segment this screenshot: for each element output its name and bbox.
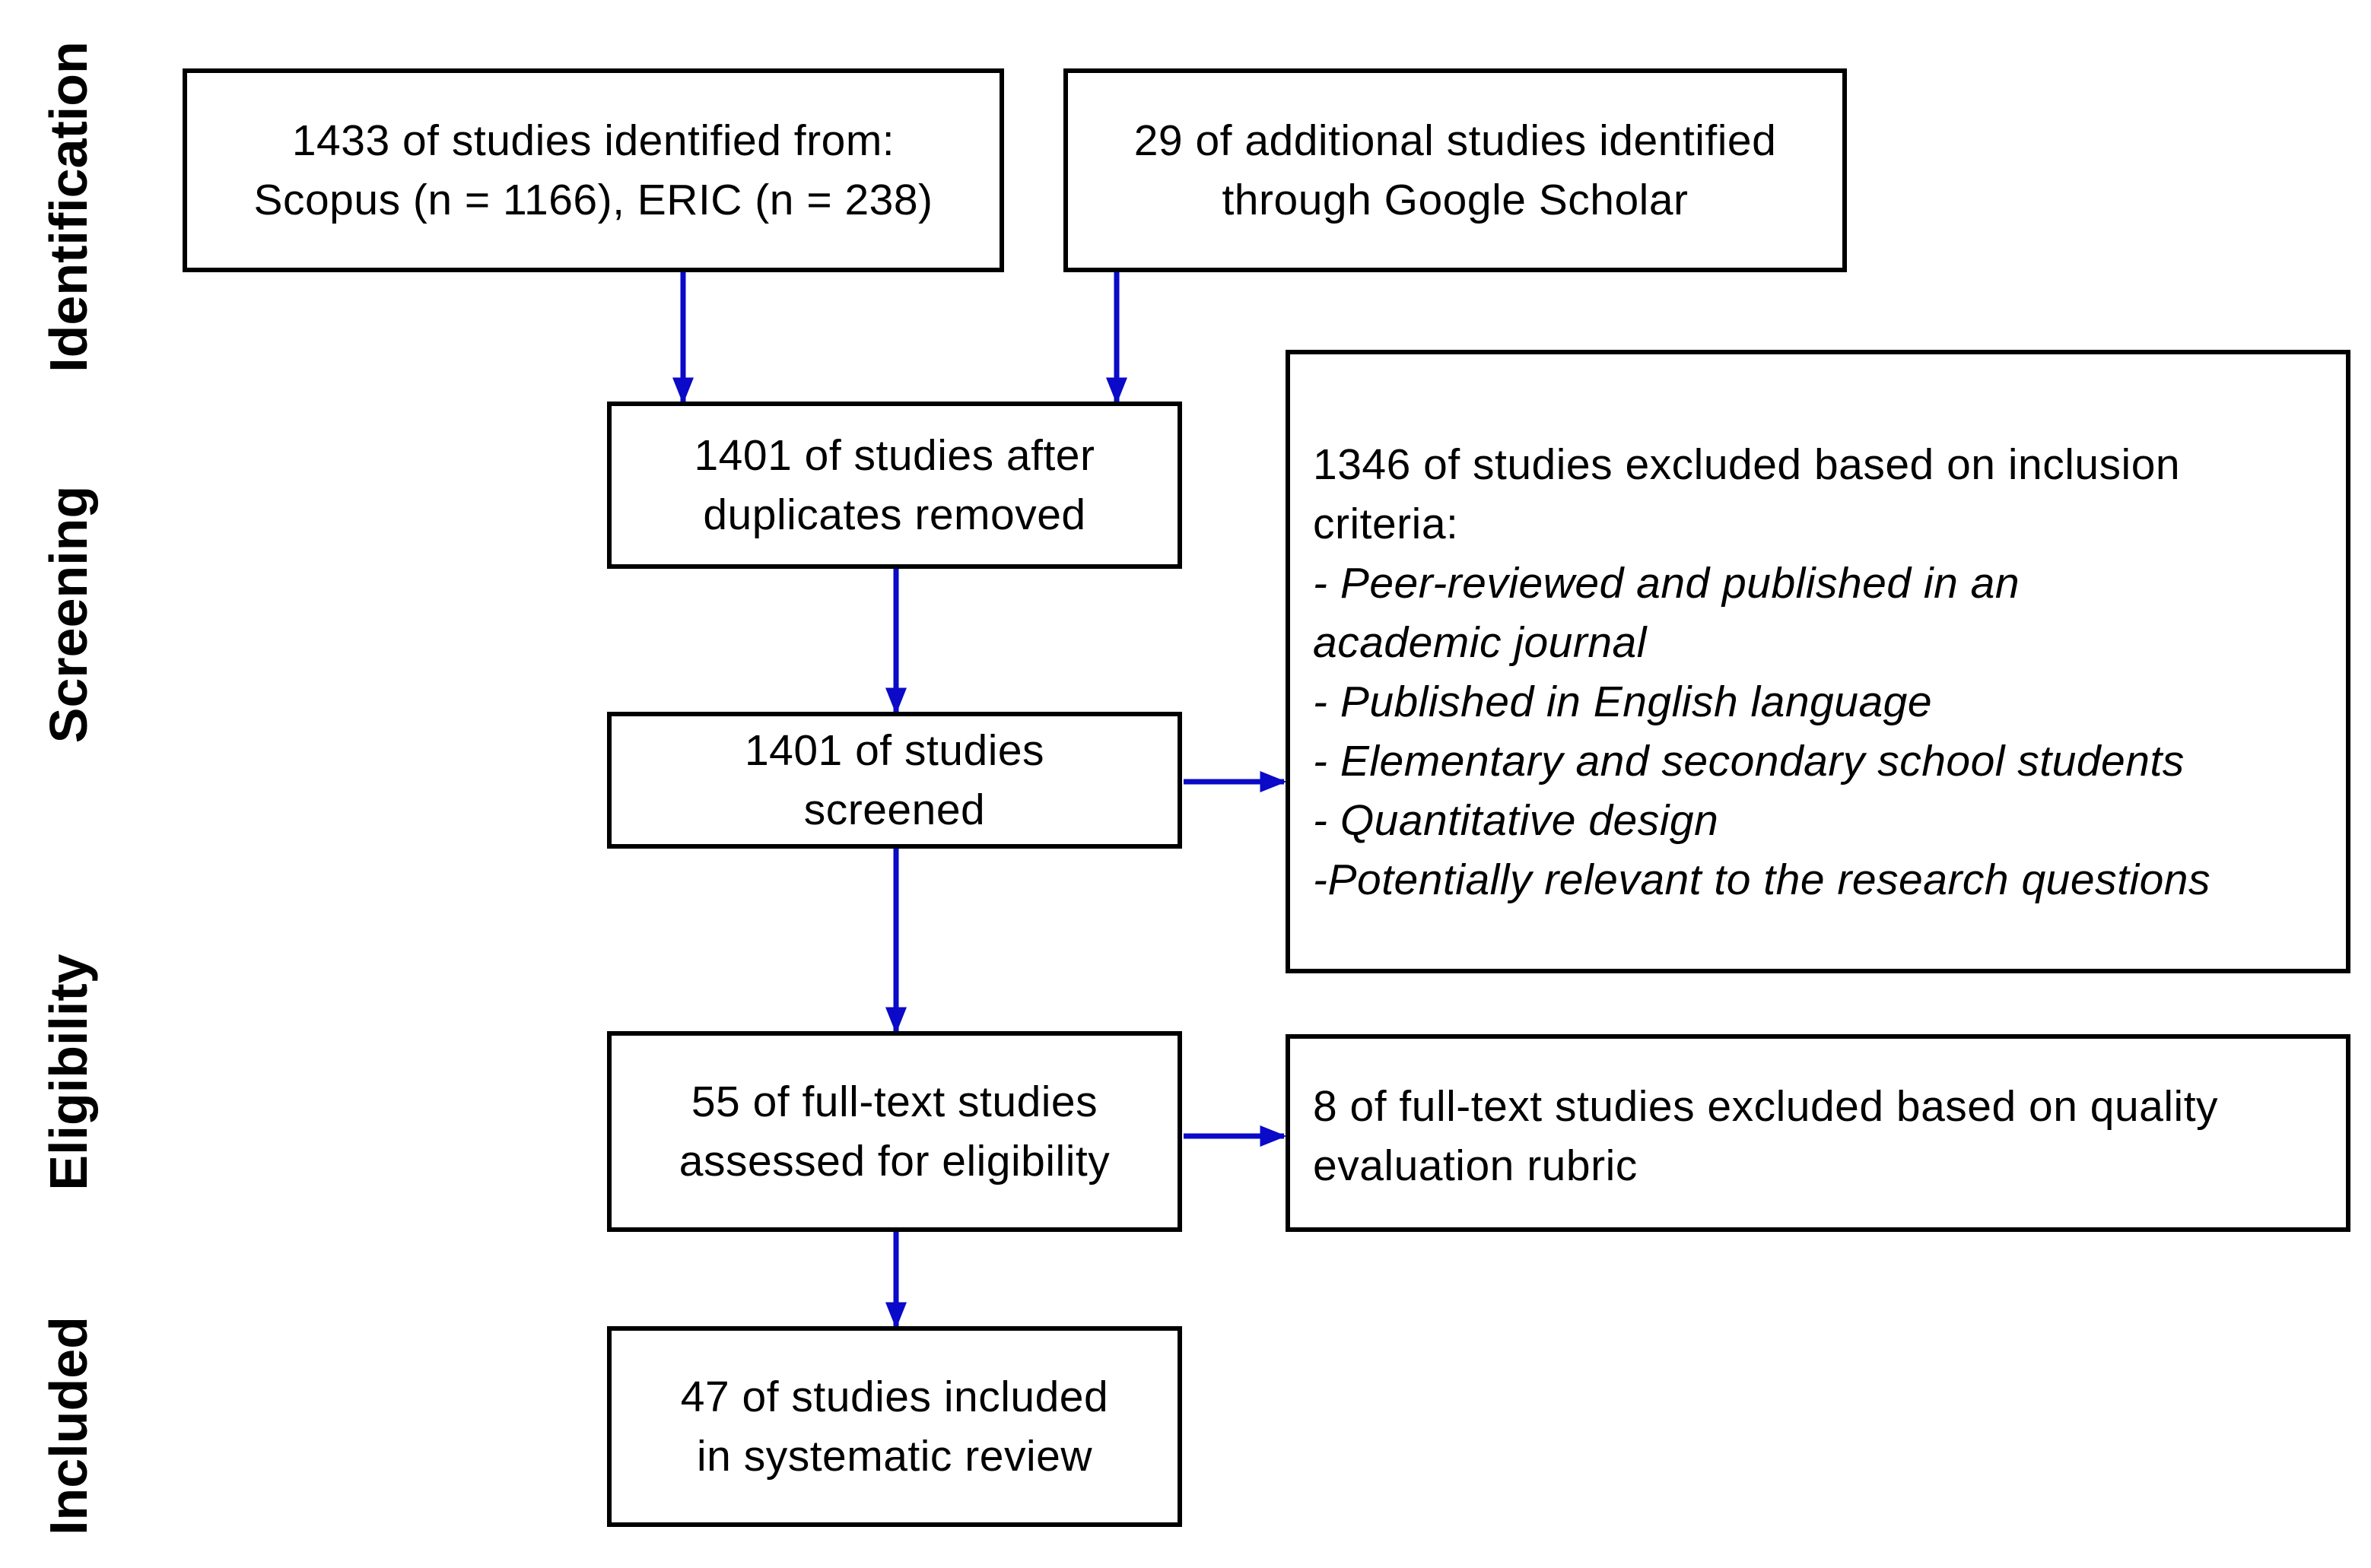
box-studies-included: 47 of studies included in systematic rev… [607, 1326, 1182, 1527]
box-text: 29 of additional studies identified [1133, 116, 1777, 165]
box-text: 1433 of studies identified from: [291, 116, 895, 165]
box-text: 1346 of studies excluded based on inclus… [1313, 440, 2181, 489]
criteria-item: -Potentially relevant to the research qu… [1313, 855, 2210, 904]
box-text: duplicates removed [703, 490, 1086, 539]
criteria-item: - Peer-reviewed and published in an [1313, 559, 2020, 608]
box-text: in systematic review [697, 1432, 1092, 1481]
box-excluded-quality: 8 of full-text studies excluded based on… [1286, 1034, 2350, 1232]
box-text: evaluation rubric [1313, 1141, 1638, 1190]
criteria-item: - Quantitative design [1313, 796, 1719, 845]
box-text: assessed for eligibility [679, 1137, 1111, 1186]
box-databases-identified: 1433 of studies identified from: Scopus … [183, 68, 1004, 272]
box-google-scholar-identified: 29 of additional studies identified thro… [1063, 68, 1847, 272]
box-text: through Google Scholar [1222, 176, 1689, 224]
box-text: Scopus (n = 1166), ERIC (n = 238) [253, 176, 933, 224]
criteria-item: - Published in English language [1313, 678, 1933, 726]
box-full-text-assessed: 55 of full-text studies assessed for eli… [607, 1031, 1182, 1232]
box-text: 8 of full-text studies excluded based on… [1313, 1082, 2219, 1131]
box-text: screened [803, 786, 986, 834]
criteria-item: academic journal [1313, 618, 1647, 667]
box-duplicates-removed: 1401 of studies after duplicates removed [607, 402, 1182, 569]
criteria-item: - Elementary and secondary school studen… [1313, 737, 2185, 786]
box-text: criteria: [1313, 500, 1459, 548]
box-excluded-inclusion-criteria: 1346 of studies excluded based on inclus… [1286, 350, 2350, 973]
box-text: 47 of studies included [680, 1373, 1109, 1421]
box-text: 1401 of studies after [694, 431, 1095, 480]
box-text: 1401 of studies [744, 726, 1045, 775]
box-studies-screened: 1401 of studies screened [607, 712, 1182, 849]
box-text: 55 of full-text studies [691, 1078, 1098, 1126]
